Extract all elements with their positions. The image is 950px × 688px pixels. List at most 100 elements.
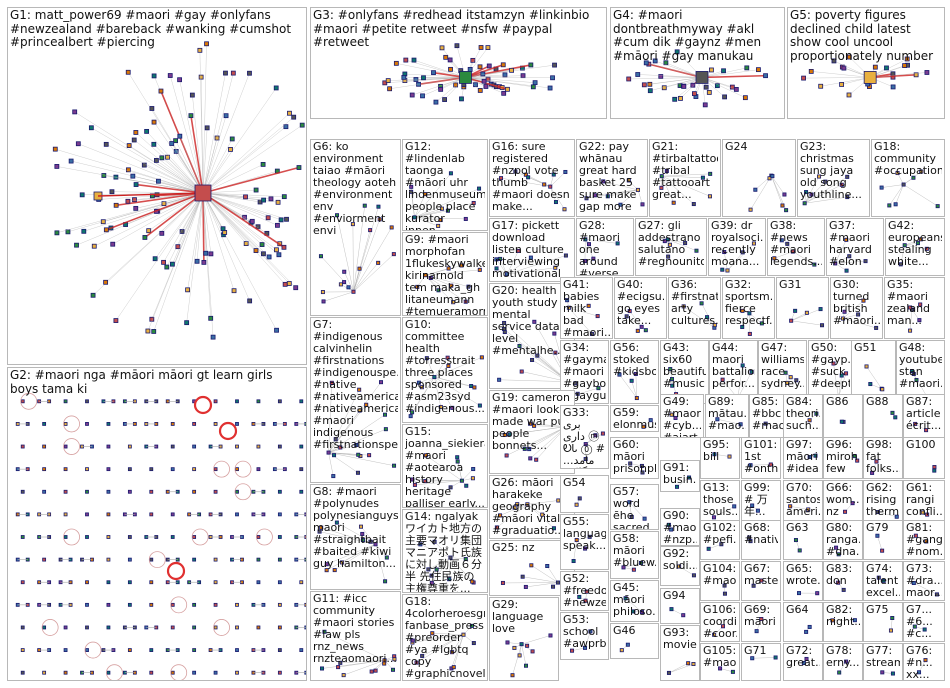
network-node xyxy=(410,477,415,482)
network-node xyxy=(753,187,758,192)
network-node xyxy=(881,578,886,583)
network-node xyxy=(411,57,417,63)
group-graph-g71 xyxy=(750,655,778,661)
network-node xyxy=(106,512,111,517)
network-node xyxy=(674,49,680,55)
network-node xyxy=(550,75,555,81)
group-graph-g70 xyxy=(788,504,811,512)
group-graph-g74 xyxy=(876,575,886,583)
group-panel-g61: G61: rangi confli... xyxy=(903,480,945,524)
network-node xyxy=(459,263,464,268)
network-node xyxy=(695,71,709,84)
network-node xyxy=(583,457,588,462)
network-node xyxy=(130,173,136,179)
network-node xyxy=(357,408,362,413)
network-node xyxy=(383,579,388,584)
network-node xyxy=(85,535,89,539)
network-node xyxy=(893,415,898,420)
network-node xyxy=(551,584,556,589)
network-node xyxy=(740,308,745,313)
network-node xyxy=(170,512,175,517)
network-node xyxy=(409,92,415,98)
group-graph-g51 xyxy=(864,364,885,392)
network-node xyxy=(235,422,239,426)
group-panel-g66: G66: wom... nz xyxy=(823,480,863,524)
network-node xyxy=(169,261,175,267)
network-node xyxy=(351,289,356,294)
network-node xyxy=(338,282,343,287)
group-graph-g84 xyxy=(807,411,819,423)
group-panel-g22: G22: pay whānau great hard basket 25 sur… xyxy=(576,139,648,217)
network-node xyxy=(893,202,898,207)
network-node xyxy=(149,512,154,517)
network-node xyxy=(863,71,877,84)
network-node xyxy=(346,285,351,290)
network-node xyxy=(880,548,885,553)
network-node xyxy=(596,386,601,391)
network-node xyxy=(197,47,203,53)
group-graph-g42 xyxy=(898,237,929,267)
network-node xyxy=(268,196,274,202)
network-node xyxy=(751,583,756,588)
network-node xyxy=(101,173,107,178)
group-panel-g69: G69: māori xyxy=(741,602,781,642)
network-node xyxy=(367,453,372,458)
network-node xyxy=(918,302,923,307)
network-node xyxy=(299,122,305,128)
network-node xyxy=(356,452,361,457)
network-node xyxy=(203,250,209,256)
network-node xyxy=(843,509,848,514)
network-node xyxy=(913,72,919,78)
group-graph-g63 xyxy=(793,538,802,553)
network-node xyxy=(471,641,476,646)
network-node xyxy=(149,670,154,675)
network-node xyxy=(617,372,622,377)
network-node xyxy=(807,455,812,460)
network-node xyxy=(524,663,529,668)
network-node xyxy=(127,535,132,539)
network-node xyxy=(319,525,324,530)
network-node xyxy=(707,194,712,199)
group-panel-g92: G92: soldi... xyxy=(660,546,700,586)
group-panel-g84: G84: theori... such... xyxy=(783,394,823,438)
network-node xyxy=(658,74,664,79)
network-node xyxy=(915,241,920,246)
network-node xyxy=(373,542,378,547)
network-node xyxy=(428,275,433,280)
network-node xyxy=(507,432,512,437)
network-node xyxy=(706,546,711,551)
network-node xyxy=(530,84,536,90)
group-graph-g37 xyxy=(833,237,868,273)
network-node xyxy=(747,311,752,316)
network-node xyxy=(839,182,844,187)
network-node xyxy=(600,431,605,436)
network-node xyxy=(354,442,359,447)
network-node xyxy=(42,422,47,426)
network-node xyxy=(686,661,691,666)
network-node xyxy=(231,288,237,294)
network-node xyxy=(109,189,115,195)
network-node xyxy=(772,256,777,261)
network-node xyxy=(401,75,407,80)
network-node xyxy=(744,65,750,71)
group-graph-g95 xyxy=(712,452,732,459)
network-node xyxy=(247,298,253,304)
network-node xyxy=(631,567,636,572)
group-graph-g24 xyxy=(748,173,789,213)
network-node xyxy=(924,428,929,433)
network-node xyxy=(789,318,794,323)
network-node xyxy=(277,512,282,517)
network-node xyxy=(570,648,575,653)
network-node xyxy=(817,174,822,179)
group-panel-g36: G36: #firstnati... arty cultures... xyxy=(668,277,721,339)
network-node xyxy=(85,648,89,652)
group-graph-g2 xyxy=(15,392,306,680)
network-node xyxy=(808,69,814,74)
network-node xyxy=(387,86,393,92)
group-graph-g99 xyxy=(750,503,760,513)
network-node xyxy=(818,307,823,312)
network-node xyxy=(277,625,282,630)
network-node xyxy=(919,169,924,174)
network-node xyxy=(804,190,809,195)
network-node xyxy=(706,90,712,95)
